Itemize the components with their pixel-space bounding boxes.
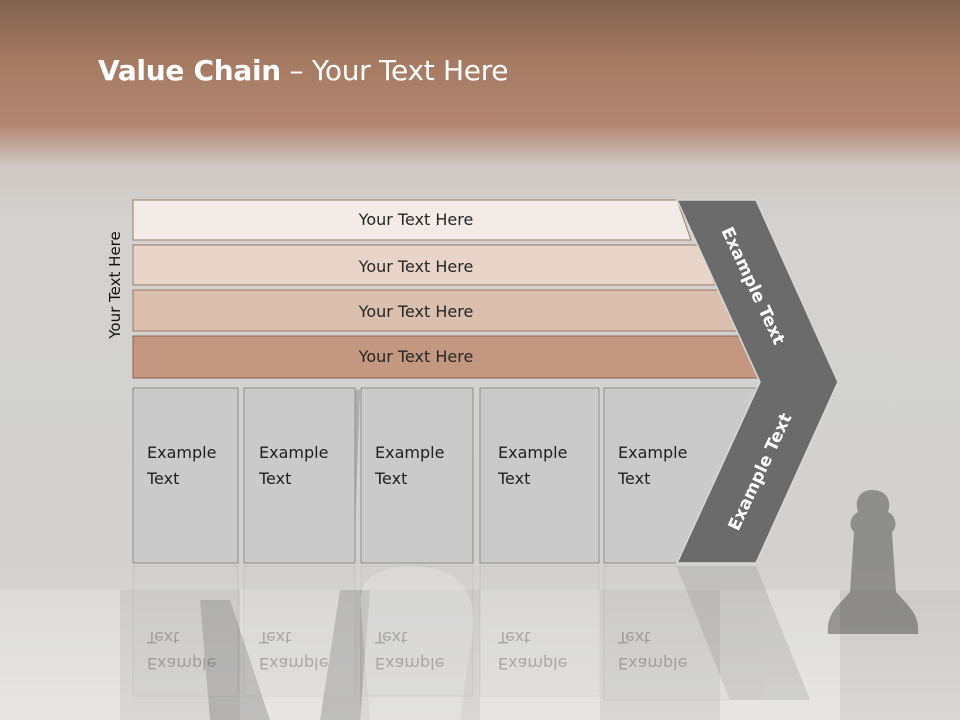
column-2-label: Example Text [259, 443, 329, 488]
chessboard-floor [0, 590, 960, 720]
row-4-label: Your Text Here [358, 347, 474, 366]
column-5-label: Example Text [618, 443, 688, 488]
title-bold: Value Chain [98, 54, 281, 87]
column-3-label: Example Text [375, 443, 445, 488]
row-2-label: Your Text Here [358, 257, 474, 276]
row-1-label: Your Text Here [358, 210, 474, 229]
column-1-shape [132, 387, 239, 564]
column-4-label: Example Text [498, 443, 568, 488]
column-4-shape [479, 387, 600, 564]
row-3-label: Your Text Here [358, 302, 474, 321]
page-title: Value Chain – Your Text Here [98, 54, 509, 87]
row-1-shape [132, 199, 692, 241]
column-1-label: Example Text [147, 443, 217, 488]
chevron-arrow [675, 199, 839, 564]
column-3-shape [360, 387, 474, 564]
column-2-shape [243, 387, 356, 564]
title-rest: – Your Text Here [280, 54, 509, 87]
